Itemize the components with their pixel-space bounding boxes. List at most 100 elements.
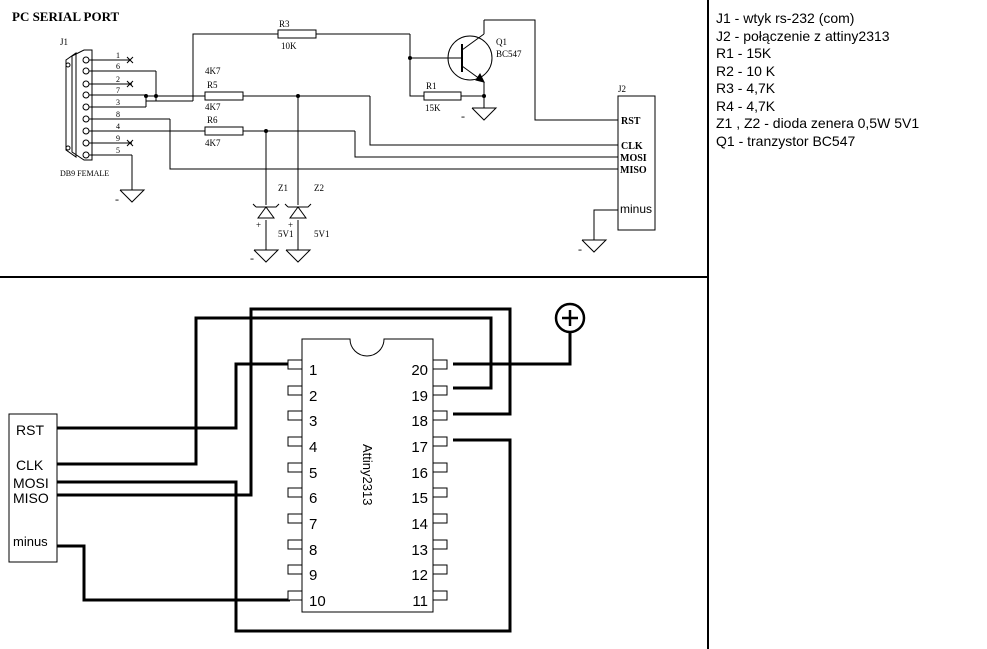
chip-pin-number: 12 <box>411 567 428 584</box>
j2-pin-mosi: MOSI <box>620 153 647 164</box>
z1-plus: + <box>256 220 261 230</box>
j2-pin-miso: MISO <box>620 165 647 176</box>
resistor-r6: R6 4K7 <box>204 115 244 148</box>
resistor-r3: R3 10K <box>277 19 317 51</box>
chip-pin-number: 15 <box>411 490 428 507</box>
transistor-q1 <box>447 20 493 96</box>
q1-type: BC547 <box>496 49 522 59</box>
chip-pin-number: 20 <box>411 362 428 379</box>
db9-pin-leads <box>89 59 182 156</box>
r6-ref: R6 <box>207 115 218 125</box>
pin-label: 9 <box>116 134 120 143</box>
chip-pin-number: 8 <box>309 542 317 559</box>
pin-label: 8 <box>116 110 120 119</box>
zener-z2 <box>284 203 312 219</box>
j2-pin-clk: CLK <box>621 141 643 152</box>
chip-pin-number: 5 <box>309 465 317 482</box>
zener-z1 <box>252 203 280 219</box>
legend-item: J1 - wtyk rs-232 (com) <box>716 10 855 26</box>
chip-pin-number: 17 <box>411 439 428 456</box>
attiny-chip: 1 2 3 4 5 6 7 8 9 10 20 19 18 17 16 15 1… <box>287 338 448 613</box>
chip-pin-number: 3 <box>309 413 317 430</box>
chip-right-pin-labels: 20 19 18 17 16 15 14 13 12 11 <box>411 362 428 610</box>
ground-minus: - <box>250 251 254 265</box>
bottom-pin-clk: CLK <box>16 457 44 473</box>
chip-pin-stubs-left <box>287 359 303 601</box>
z2-value: 5V1 <box>314 229 330 239</box>
chip-left-pin-labels: 1 2 3 4 5 6 7 8 9 10 <box>309 362 326 610</box>
ground-minus: - <box>115 192 119 206</box>
connector-ref: J1 <box>60 37 68 47</box>
r3-ref: R3 <box>279 19 290 29</box>
r5-value: 4K7 <box>205 102 221 112</box>
pin-label: 7 <box>116 86 120 95</box>
diagram-title: PC SERIAL PORT <box>12 9 120 24</box>
top-wires <box>131 19 618 250</box>
chip-pin-number: 4 <box>309 439 317 456</box>
legend-item: J2 - połączenie z attiny2313 <box>716 27 890 44</box>
bottom-pin-minus: minus <box>13 534 48 549</box>
pin-label: 5 <box>116 146 120 155</box>
chip-name: Attiny2313 <box>360 444 375 505</box>
r3-value: 10K <box>281 41 297 51</box>
r2-value: 4K7 <box>205 66 221 76</box>
header-j2: J2 RST CLK MOSI MISO minus <box>617 84 656 231</box>
legend-item: R4 - 4,7K <box>716 97 776 114</box>
legend-item: R2 - 10 K <box>716 62 776 79</box>
connector-name: DB9 FEMALE <box>60 169 109 178</box>
db9-pin-labels: 1 6 2 7 3 8 4 9 5 <box>116 51 120 155</box>
db9-pin-circles <box>82 56 90 159</box>
z2-plus: + <box>288 220 293 230</box>
chip-pin-number: 10 <box>309 593 326 610</box>
header-bottom: RST CLK MOSI MISO minus <box>8 413 58 563</box>
pin-label: 3 <box>116 98 120 107</box>
legend-item: Q1 - tranzystor BC547 <box>716 132 856 149</box>
j2-pin-minus: minus <box>620 202 652 216</box>
pin-label: 4 <box>116 122 120 131</box>
unused-pin-marks <box>126 56 134 147</box>
pin-label: 2 <box>116 75 120 84</box>
ground-minus: - <box>578 242 582 256</box>
chip-pin-number: 16 <box>411 465 428 482</box>
chip-pin-number: 2 <box>309 388 317 405</box>
j2-ref: J2 <box>618 84 626 94</box>
legend-item: R3 - 4,7K <box>716 80 776 96</box>
chip-pin-number: 1 <box>309 362 317 379</box>
z2-ref: Z2 <box>314 183 324 193</box>
pin-label: 6 <box>116 62 120 71</box>
chip-pin-number: 18 <box>411 413 428 430</box>
r6-value: 4K7 <box>205 138 221 148</box>
panel-dividers <box>0 0 709 649</box>
resistor-r1: R1 15K <box>423 81 462 113</box>
bottom-pin-miso: MISO <box>13 490 49 506</box>
bottom-wires <box>57 307 572 633</box>
z1-ref: Z1 <box>278 183 288 193</box>
bottom-pin-rst: RST <box>16 422 44 438</box>
resistor-r5: 4K7 R5 4K7 <box>204 66 244 112</box>
chip-pin-number: 6 <box>309 490 317 507</box>
junction-dots <box>144 56 486 133</box>
chip-pin-number: 7 <box>309 516 317 533</box>
j2-pin-rst: RST <box>621 116 641 127</box>
legend-item: Z1 , Z2 - dioda zenera 0,5W 5V1 <box>716 115 920 131</box>
component-legend: J1 - wtyk rs-232 (com) J2 - połączenie z… <box>716 10 919 150</box>
chip-pin-number: 13 <box>411 542 428 559</box>
q1-ref: Q1 <box>496 37 507 47</box>
plus-circle-icon <box>554 302 586 334</box>
chip-pin-number: 9 <box>309 567 317 584</box>
chip-pin-number: 14 <box>411 516 428 533</box>
ground-minus-labels: - - - - <box>115 109 582 265</box>
r1-ref: R1 <box>426 81 437 91</box>
chip-pin-number: 11 <box>412 593 428 610</box>
chip-pin-stubs-right <box>432 359 448 601</box>
r5-ref: R5 <box>207 80 218 90</box>
r1-value: 15K <box>425 103 441 113</box>
bottom-pin-mosi: MOSI <box>13 475 49 491</box>
legend-item: R1 - 15K <box>716 45 772 61</box>
ground-symbols <box>119 107 608 263</box>
pin-label: 1 <box>116 51 120 60</box>
chip-pin-number: 19 <box>411 388 428 405</box>
z1-value: 5V1 <box>278 229 294 239</box>
db9-connector <box>65 49 93 161</box>
